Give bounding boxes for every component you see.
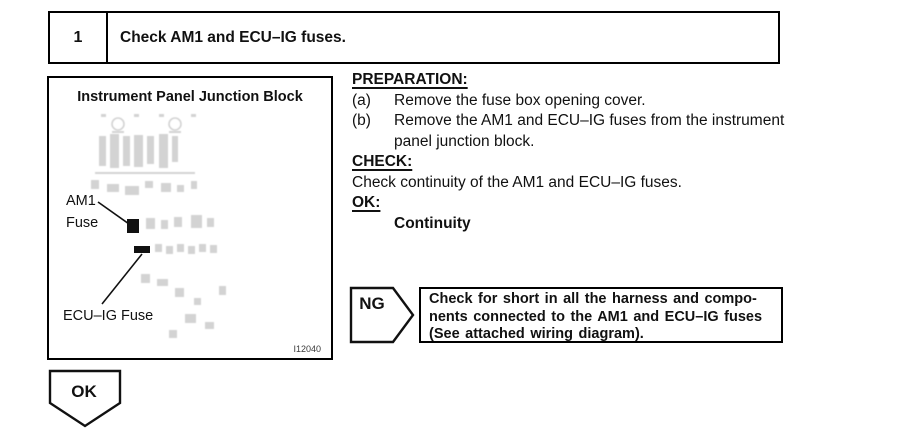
ok-heading: OK: bbox=[352, 194, 381, 211]
figure-id: I12040 bbox=[293, 344, 321, 354]
ok-connector-label: OK bbox=[71, 382, 97, 401]
procedure-text: PREPARATION: (a) Remove the fuse box ope… bbox=[352, 70, 792, 234]
step-a-text: Remove the fuse box opening cover. bbox=[394, 91, 646, 109]
am1-fuse-label-line2: Fuse bbox=[66, 215, 99, 231]
am1-fuse-label: AM1 Fuse bbox=[66, 190, 98, 234]
step-number: 1 bbox=[50, 13, 108, 62]
step-title: Check AM1 and ECU–IG fuses. bbox=[120, 28, 346, 46]
ok-connector: OK bbox=[48, 369, 122, 428]
junction-block-sketch bbox=[91, 114, 226, 338]
am1-fuse-mark bbox=[127, 219, 139, 233]
step-header: 1 Check AM1 and ECU–IG fuses. bbox=[48, 11, 780, 64]
check-heading: CHECK: bbox=[352, 153, 413, 170]
ecu-ig-fuse-label: ECU–IG Fuse bbox=[63, 308, 154, 324]
preparation-step-a: (a) Remove the fuse box opening cover. bbox=[352, 91, 792, 112]
ng-connector-shape bbox=[349, 286, 415, 344]
step-a-label: (a) bbox=[352, 91, 371, 109]
preparation-step-b: (b) Remove the AM1 and ECU–IG fuses from… bbox=[352, 111, 792, 152]
ecu-ig-fuse-mark bbox=[134, 246, 150, 253]
step-b-text: Remove the AM1 and ECU–IG fuses from the… bbox=[394, 112, 785, 150]
junction-block-illustration bbox=[91, 114, 226, 338]
step-b-label: (b) bbox=[352, 112, 371, 129]
figure-panel: Instrument Panel Junction Block AM1 Fuse… bbox=[47, 76, 333, 360]
ng-connector: NG bbox=[349, 286, 415, 344]
ok-result: Continuity bbox=[394, 214, 471, 232]
ng-action-box: Check for short in all the harness and c… bbox=[419, 287, 783, 343]
ecu-ig-leader-line bbox=[101, 253, 143, 305]
ng-action-line2: nents connected to the AM1 and ECU–IG fu… bbox=[429, 308, 763, 325]
ng-action-line1: Check for short in all the harness and c… bbox=[429, 291, 757, 307]
ng-connector-label: NG bbox=[359, 294, 385, 313]
figure-title: Instrument Panel Junction Block bbox=[77, 89, 303, 105]
check-text: Check continuity of the AM1 and ECU–IG f… bbox=[352, 173, 682, 191]
ok-connector-shape bbox=[48, 369, 122, 428]
am1-leader-line bbox=[97, 201, 130, 225]
am1-fuse-label-line1: AM1 bbox=[66, 193, 96, 209]
preparation-heading: PREPARATION: bbox=[352, 71, 468, 88]
ng-action-line3: (See attached wiring diagram). bbox=[429, 326, 644, 342]
